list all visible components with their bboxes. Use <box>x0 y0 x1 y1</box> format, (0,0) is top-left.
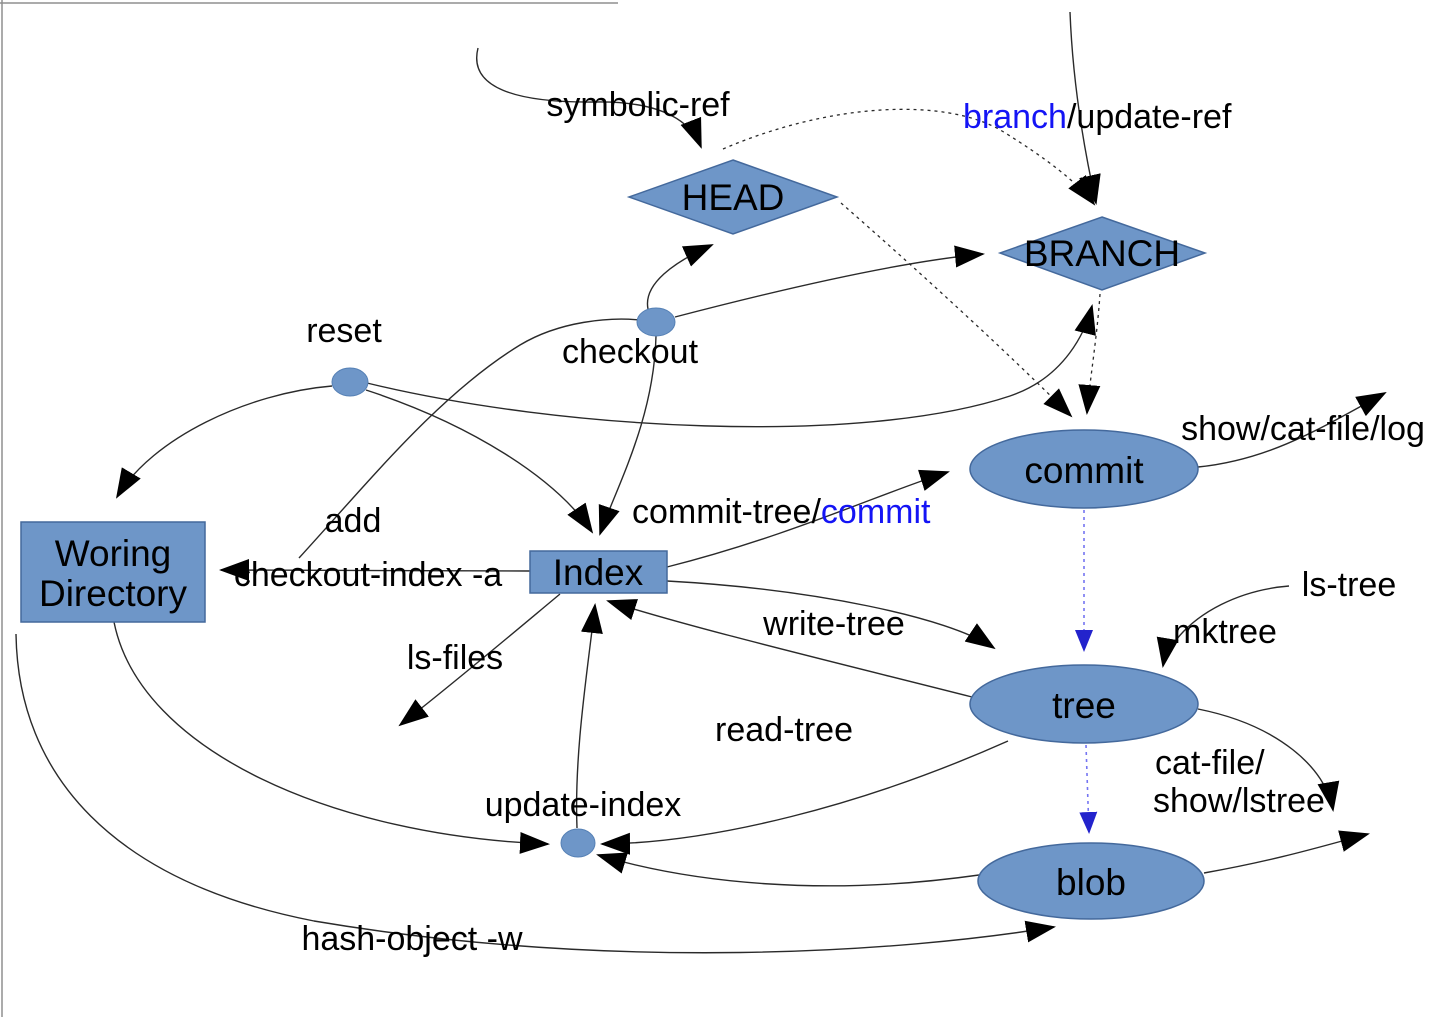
head-label: HEAD <box>682 177 785 218</box>
reset-junction-dot <box>331 367 369 397</box>
branch-label: BRANCH <box>1024 233 1180 274</box>
commit-tree-label-black: commit-tree/ <box>632 493 821 531</box>
edge-index-write-tree <box>666 580 996 650</box>
edge-checkout-to-branch <box>674 245 985 318</box>
branch-node <box>997 216 1208 291</box>
edge-update-index-dot-to-index <box>575 603 603 829</box>
index-label: Index <box>553 552 644 593</box>
edge-commit-show-log-out <box>1197 392 1387 468</box>
edge-blob-cat-file-out <box>1203 830 1370 874</box>
edge-head-branch-update-ref-dashed <box>722 108 1096 206</box>
edge-checkout-to-index <box>598 335 657 536</box>
working-directory-label-line2: Directory <box>39 573 188 614</box>
symbolic-ref-label: symbolic-ref <box>546 86 730 124</box>
edge-working-directory-to-update-index-dot <box>113 621 550 854</box>
blob-node <box>977 842 1205 920</box>
commit-label: commit <box>1024 450 1144 491</box>
edge-reset-to-working-directory <box>115 385 333 499</box>
tree-label: tree <box>1052 685 1116 726</box>
checkout-index-a-label: checkout-index -a <box>234 556 502 594</box>
cat-file-label-line1: cat-file/ <box>1155 744 1265 782</box>
edge-tree-to-update-index-dot <box>600 740 1009 855</box>
ls-tree-label: ls-tree <box>1302 566 1396 604</box>
blob-label: blob <box>1056 862 1126 903</box>
checkout-junction-dot <box>636 307 676 337</box>
edge-index-to-commit <box>666 469 950 568</box>
commit-tree-commit-label: commit-tree/commit <box>632 493 931 531</box>
checkout-label: checkout <box>562 333 699 371</box>
show-cat-file-log-label: show/cat-file/log <box>1181 410 1425 448</box>
write-tree-label: write-tree <box>762 605 905 643</box>
ls-files-label: ls-files <box>407 639 503 677</box>
branch-update-ref-label-blue: branch <box>963 98 1067 136</box>
tree-node <box>969 664 1199 744</box>
commit-node <box>969 429 1199 509</box>
edge-tree-to-blob-blue <box>1079 744 1098 834</box>
edge-head-to-commit-dashed <box>840 202 1073 418</box>
working-directory-label-line1: Woring <box>55 533 172 574</box>
mktree-label: mktree <box>1173 613 1277 651</box>
edge-checkout-to-head <box>646 244 714 310</box>
read-tree-label: read-tree <box>715 711 853 749</box>
edge-add-line <box>298 318 641 559</box>
edge-reset-to-branch <box>366 304 1096 428</box>
edge-tree-cat-file-out <box>1197 708 1340 812</box>
add-label: add <box>325 502 382 540</box>
index-node <box>529 550 668 594</box>
edge-tree-read-tree-to-index <box>606 599 973 698</box>
edge-ls-tree-mktree-to-tree <box>1156 585 1290 668</box>
working-directory-node <box>20 521 206 623</box>
branch-update-ref-label-black: /update-ref <box>1067 98 1232 136</box>
branch-update-ref-label: branch/update-ref <box>963 98 1232 136</box>
edge-working-directory-hash-object-to-blob <box>15 633 1056 954</box>
hash-object-w-label: hash-object -w <box>301 920 523 958</box>
edge-reset-to-index <box>365 389 594 534</box>
edge-index-ls-files-out <box>398 593 561 727</box>
head-node <box>626 159 840 235</box>
reset-label: reset <box>306 312 382 350</box>
edge-branch-to-commit-dashed <box>1078 293 1101 415</box>
commit-tree-label-blue: commit <box>821 493 931 531</box>
edge-blob-to-update-index-dot <box>596 852 980 887</box>
edge-symbolic-ref-to-head <box>476 47 702 149</box>
update-index-junction-dot <box>560 828 596 858</box>
cat-file-label-line2: show/lstree <box>1153 782 1325 820</box>
edge-index-checkout-index-to-working-directory <box>219 559 531 582</box>
update-index-label: update-index <box>485 786 682 824</box>
